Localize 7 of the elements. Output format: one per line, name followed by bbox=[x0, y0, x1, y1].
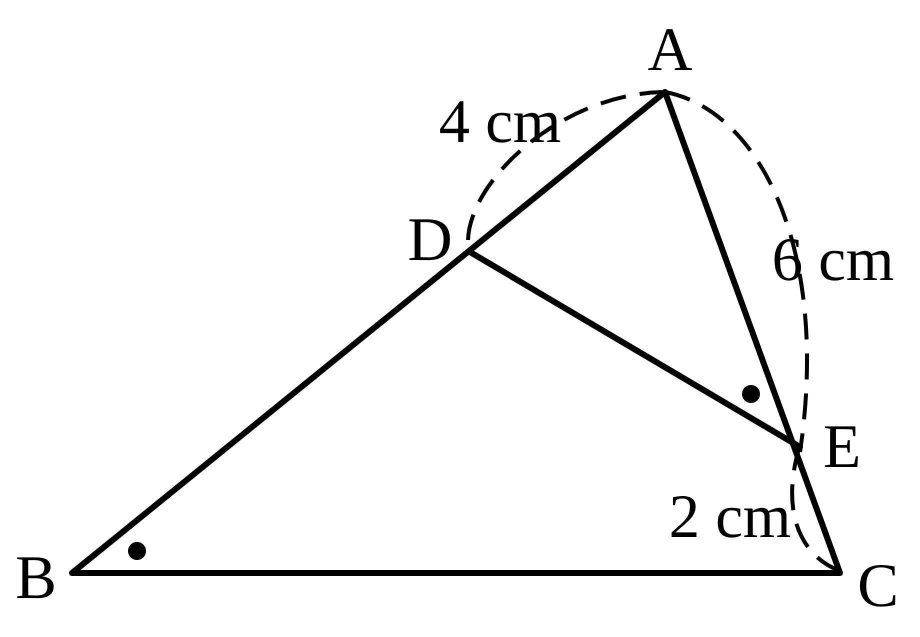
length-label: 4 cm bbox=[438, 91, 562, 153]
length-label: 2 cm bbox=[668, 486, 792, 548]
point-label: C bbox=[857, 555, 899, 617]
point-label: A bbox=[648, 19, 692, 81]
point-label: D bbox=[408, 209, 452, 271]
point-label: B bbox=[15, 547, 57, 609]
point-label: E bbox=[823, 416, 861, 478]
